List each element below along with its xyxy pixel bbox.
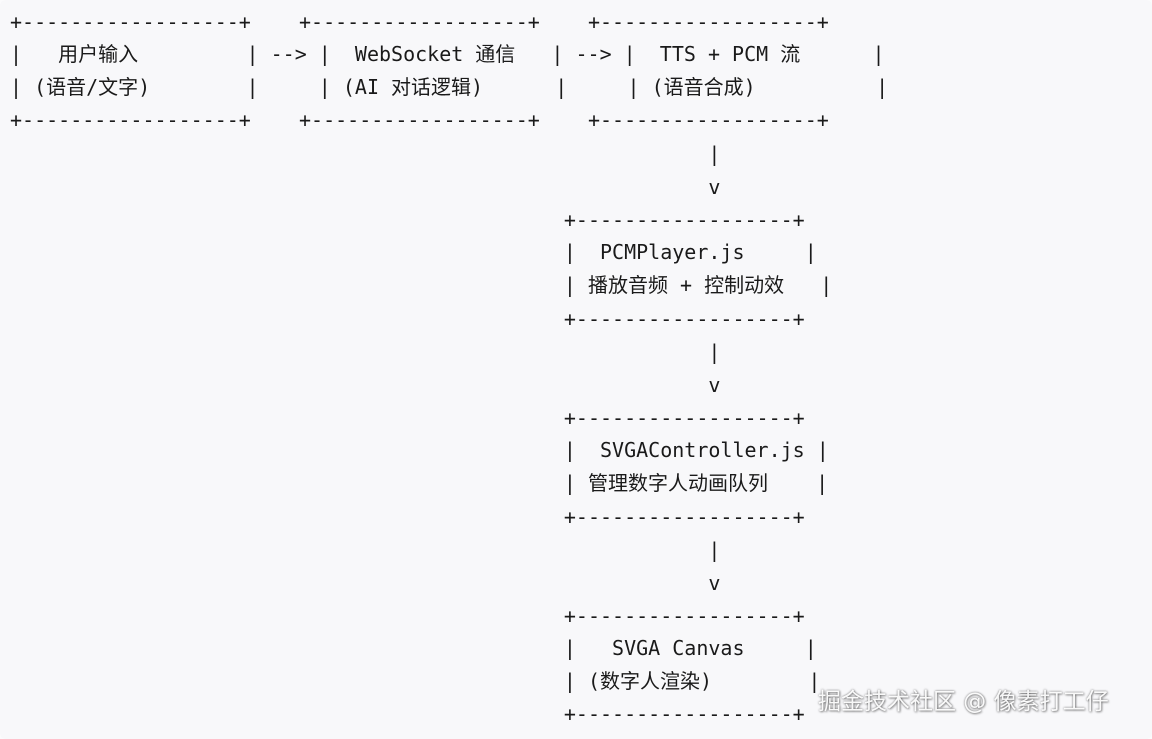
watermark: 掘金技术社区 @ 像素打工仔 (818, 689, 1109, 715)
diagram-line: | SVGA Canvas | (10, 636, 817, 660)
diagram-line: | (数字人渲染) | (10, 669, 821, 693)
diagram-line: | 管理数字人动画队列 | (10, 471, 829, 495)
diagram-line: +------------------+ (10, 307, 805, 331)
diagram-line: | (10, 142, 721, 166)
diagram-line: | SVGAController.js | (10, 438, 829, 462)
diagram-line: | 播放音频 + 控制动效 | (10, 273, 833, 297)
diagram-line: +------------------+ (10, 208, 805, 232)
diagram-line: | (10, 340, 721, 364)
diagram-line: +------------------+ (10, 505, 805, 529)
diagram-line: | (语音/文字) | | (AI 对话逻辑) | | (语音合成) | (10, 75, 889, 99)
diagram-line: +------------------+ +------------------… (10, 10, 829, 34)
diagram-line: v (10, 571, 721, 595)
diagram-line: | (10, 538, 721, 562)
diagram-line: +------------------+ (10, 604, 805, 628)
diagram-line: | 用户输入 | --> | WebSocket 通信 | --> | TTS … (10, 42, 885, 66)
diagram-line: | PCMPlayer.js | (10, 240, 817, 264)
diagram-line: v (10, 373, 721, 397)
diagram-line: +------------------+ (10, 406, 805, 430)
diagram-line: +------------------+ (10, 702, 805, 726)
diagram-line: +------------------+ +------------------… (10, 108, 829, 132)
diagram-line: v (10, 175, 721, 199)
